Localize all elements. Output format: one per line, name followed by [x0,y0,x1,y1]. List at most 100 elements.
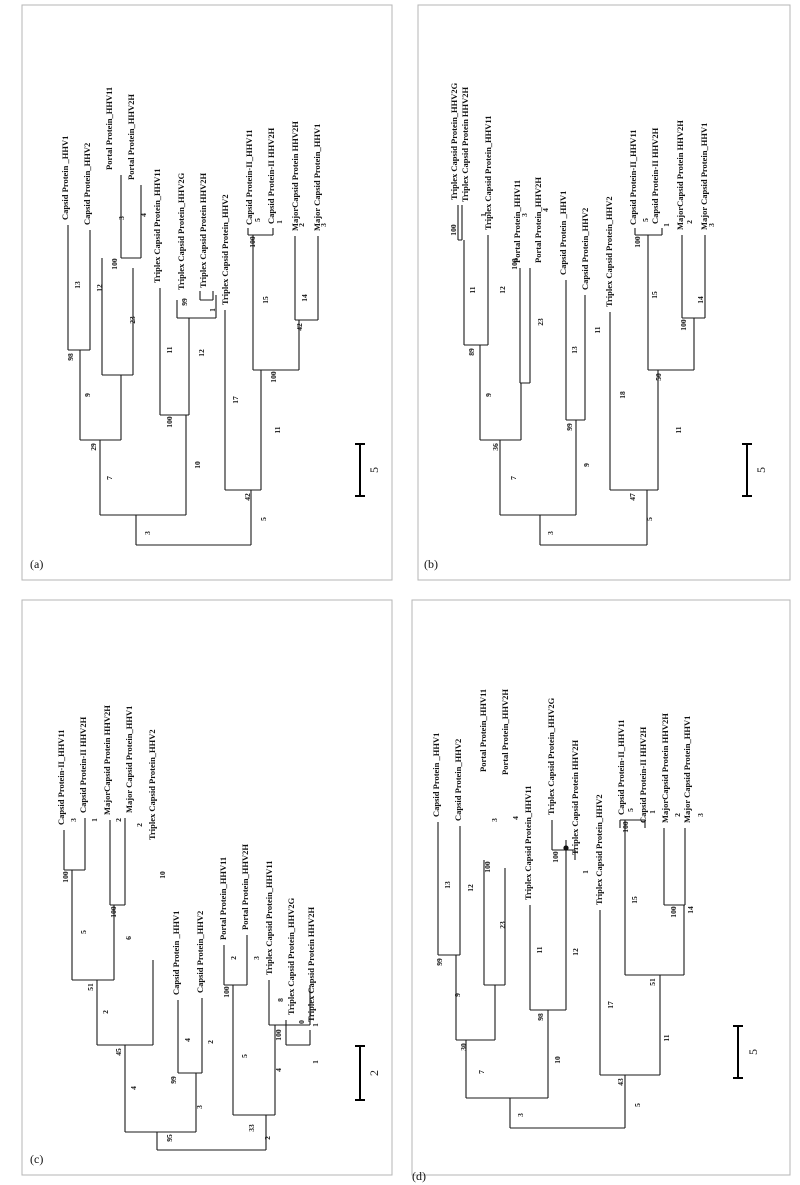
taxon-label: Capsid Protein_HHV2 [195,911,205,993]
taxon-label: Triplex Capsid Protein HHV2H [306,906,316,1022]
branch-length-label: 4 [183,1038,192,1042]
branch-length-label: 14 [300,294,309,302]
branch-length-label: 4 [511,816,520,820]
tree-panel-b: 3 5 47 7 9 36 9 89 11 100 1 12 23 100 3 … [424,82,768,571]
taxon-label: Triplex Capsid Protein_HHV2G [176,172,186,290]
tree-panel-c: 95 2 33 4 3 45 2 51 5 100 3 1 100 2 6 2 … [30,705,381,1166]
branch-length-label: 2 [229,956,238,960]
taxon-label: Major Capsid Protein_HHV1 [699,123,709,230]
bootstrap-label: 36 [491,443,500,451]
taxon-label: Triplex Capsid Protein_HHV2 [594,794,604,905]
taxon-label: Capsid Protein-II HHV2H [650,127,660,224]
bootstrap-label: 99 [435,958,444,966]
branch-length-label: 11 [674,426,683,433]
branch-length-label: 5 [626,808,635,812]
taxon-label: Triplex Capsid Protein_HHV2G [286,897,296,1015]
branch-length-label: 4 [129,1086,138,1090]
taxon-label: Major Capsid Protein_HHV1 [312,124,322,231]
branch-length-label: 7 [477,1070,486,1074]
branch-length-label: 5 [645,517,654,521]
panel-label-c: (c) [30,1152,43,1166]
branch-length-label: 12 [498,286,507,294]
taxon-label: Capsid Protein_HHV2 [82,143,92,225]
bootstrap-label: 42 [295,323,304,331]
taxon-label: Portal Protein_HHV11 [512,180,522,263]
branch-length-label: 2 [263,1136,272,1140]
bootstrap-label: 100 [222,986,231,998]
bootstrap-label: 95 [165,1134,174,1142]
bootstrap-label: 100 [61,871,70,883]
bootstrap-label: 100 [269,371,278,383]
branch-length-label: 14 [686,906,695,914]
taxon-label: Triplex Capsid Protein_HHV2G [449,82,459,200]
taxon-label: Triplex Capsid Protein_HHV11 [523,786,533,900]
branch-length-label: 5 [633,1103,642,1107]
branch-length-label: 11 [662,1034,671,1041]
panel-label-b: (b) [424,557,438,571]
taxon-label: Capsid Protein _HHV1 [60,136,70,220]
branch-length-label: 1 [311,1060,320,1064]
taxon-label: Capsid Protein _HHV1 [431,733,441,817]
branch-length-label: 3 [707,223,716,227]
branch-length-label: 4 [274,1068,283,1072]
branch-length-label: 9 [484,393,493,397]
branch-length-label: 3 [490,818,499,822]
taxon-label: Portal Protein_HHV11 [478,689,488,772]
branch-length-label: 1 [479,213,488,217]
branch-length-label: 15 [650,291,659,299]
scale-bar [355,1045,365,1101]
branch-length-label: 18 [618,391,627,399]
bootstrap-label: 100 [248,236,257,248]
branch-length-label: 5 [641,218,650,222]
branch-length-label: 10 [158,871,167,879]
branch-length-label: 9 [582,463,591,467]
branch-length-label: 11 [593,326,602,333]
taxon-label: Major Capsid Protein_HHV1 [124,706,134,813]
branch-length-label: 5 [253,218,262,222]
bootstrap-label: 99 [169,1076,178,1084]
taxon-label: Capsid Protein-II_HHV11 [616,720,626,815]
taxon-label: Triplex Capsid Protein_HHV11 [152,169,162,283]
taxon-label: MajorCapsid Protein HHV2H [675,120,685,230]
taxon-label: Capsid Protein-II_HHV11 [244,130,254,225]
branch-length-label: 12 [197,349,206,357]
taxon-label: Major Capsid Protein_HHV1 [682,716,692,823]
scale-bar-label: 2 [367,1070,381,1076]
taxon-label: Triplex Capsid Protein HHV2H [570,739,580,855]
branch-length-label: 3 [696,813,705,817]
bootstrap-label: 29 [89,443,98,451]
branch-length-label: 13 [443,881,452,889]
taxon-label: Portal Protein_HHV11 [104,87,114,170]
branch-length-label: 7 [509,476,518,480]
taxon-label: Portal Protein_HHV2H [240,844,250,930]
branch-length-label: 4 [541,208,550,212]
panel-c-frame [21,599,393,1176]
branch-length-label: 17 [231,396,240,404]
branch-length-label: 13 [73,281,82,289]
branch-length-label: 4 [139,213,148,217]
taxon-label: MajorCapsid Protein HHV2H [660,713,670,823]
taxon-label: Portal Protein_HHV2H [500,689,510,775]
branch-length-label: 3 [252,956,261,960]
bootstrap-label: 99 [180,298,189,306]
scale-bar [742,443,752,497]
bootstrap-label: 98 [66,353,75,361]
bootstrap-label: 100 [449,224,458,236]
bootstrap-label: 51 [86,983,95,991]
bootstrap-label: 100 [165,416,174,428]
tree-panel-d: 3 5 43 7 10 30 9 99 13 12 23 100 3 4 98 … [412,689,760,1183]
branch-length-label: 2 [101,1010,110,1014]
branch-length-label: 23 [536,318,545,326]
branch-length-label: 14 [696,296,705,304]
branch-length-label: 2 [206,1040,215,1044]
branch-length-label: 3 [195,1105,204,1109]
taxon-label: Triplex Capsid Protein_HHV11 [483,116,493,230]
taxon-label: Triplex Capsid Protein HHV2H [198,172,208,288]
bootstrap-label: 30 [459,1043,468,1051]
taxon-label: Capsid Protein-II HHV2H [78,716,88,813]
branch-length-label: 3 [546,531,555,535]
branch-length-label: 17 [606,1001,615,1009]
bootstrap-label: 51 [648,978,657,986]
bootstrap-label: 43 [616,1078,625,1086]
branch-length-label: 3 [319,223,328,227]
